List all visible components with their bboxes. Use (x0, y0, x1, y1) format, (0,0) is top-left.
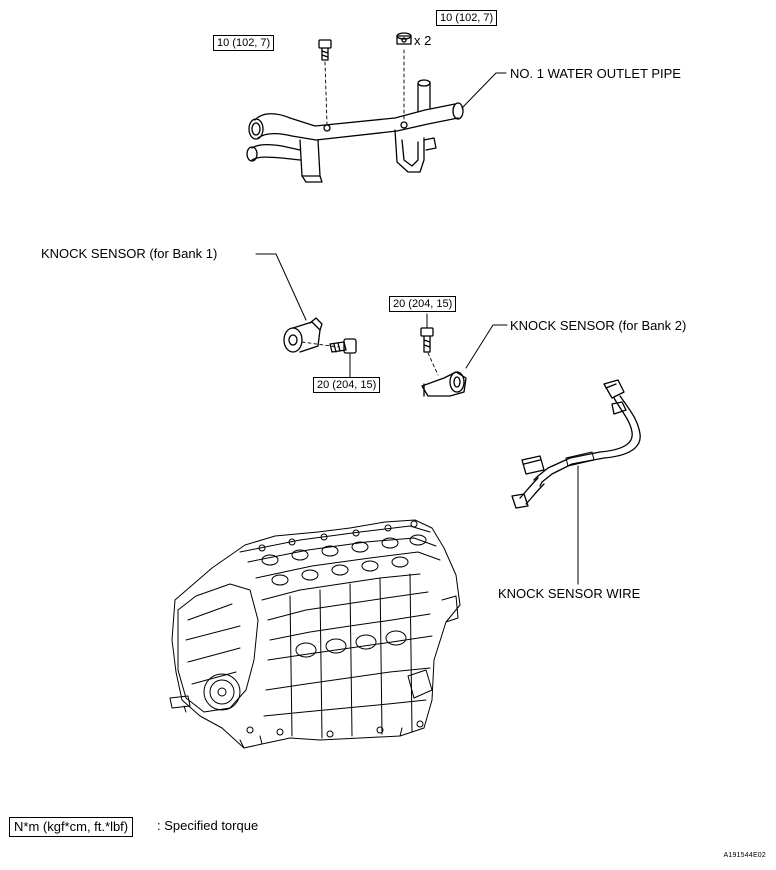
bank1-bolt-torque: 20 (204, 15) (313, 377, 381, 393)
water-outlet-pipe-label: NO. 1 WATER OUTLET PIPE (510, 66, 681, 81)
bank1-leader-line (255, 253, 307, 321)
bank1-bolt-drawing (329, 338, 357, 354)
nut-quantity-label: x 2 (414, 33, 432, 48)
pipe-nut-torque: 10 (102, 7) (436, 10, 498, 26)
water-outlet-pipe-drawing (246, 79, 464, 183)
torque-unit-legend-box: N*m (kgf*cm, ft.*lbf) (9, 817, 134, 837)
knock-sensor-wire-label: KNOCK SENSOR WIRE (498, 586, 641, 601)
figure-code: A191544E02 (723, 852, 766, 859)
pipe-bolt-torque: 10 (102, 7) (213, 35, 275, 51)
torque-legend-description: : Specified torque (157, 818, 259, 833)
pipe-bolt-drawing (318, 39, 332, 61)
knock-sensor-wire-drawing (511, 379, 641, 509)
bank2-bolt-drawing (420, 327, 434, 353)
knock-sensor-bank1-label: KNOCK SENSOR (for Bank 1) (41, 246, 218, 261)
pipe-leader-line (461, 72, 507, 109)
bank2-bolt-torque: 20 (204, 15) (389, 296, 457, 312)
bank2-leader-line (465, 324, 508, 369)
engine-block-drawing (169, 519, 461, 749)
pipe-nut-drawing (396, 32, 412, 45)
knock-sensor-bank2-drawing (421, 371, 467, 397)
knock-sensor-bank1-drawing (283, 317, 323, 353)
knock-sensor-bank2-label: KNOCK SENSOR (for Bank 2) (510, 318, 687, 333)
